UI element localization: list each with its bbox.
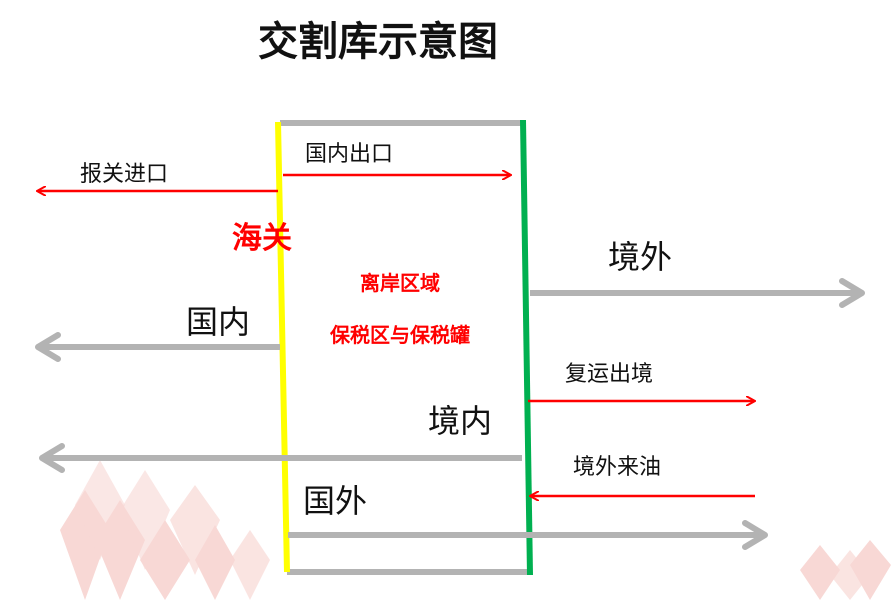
label-overseas: 境外 xyxy=(608,238,672,276)
diagram-title: 交割库示意图 xyxy=(258,19,498,65)
label-domestic-export: 国内出口 xyxy=(305,142,393,167)
label-domestic: 国内 xyxy=(186,303,250,341)
label-overseas-oil: 境外来油 xyxy=(573,455,661,480)
customs-line xyxy=(275,121,290,573)
label-foreign: 国外 xyxy=(303,482,367,520)
label-customs-import: 报关进口 xyxy=(80,162,168,187)
border-line xyxy=(520,119,533,576)
decorative-pattern xyxy=(60,460,891,600)
label-customs: 海关 xyxy=(232,221,292,256)
label-bonded-zone: 保税区与保税罐 xyxy=(329,323,470,347)
label-re-export: 复运出境 xyxy=(565,362,653,387)
label-offshore-zone: 离岸区域 xyxy=(360,271,440,295)
label-inside-border: 境内 xyxy=(428,402,492,440)
